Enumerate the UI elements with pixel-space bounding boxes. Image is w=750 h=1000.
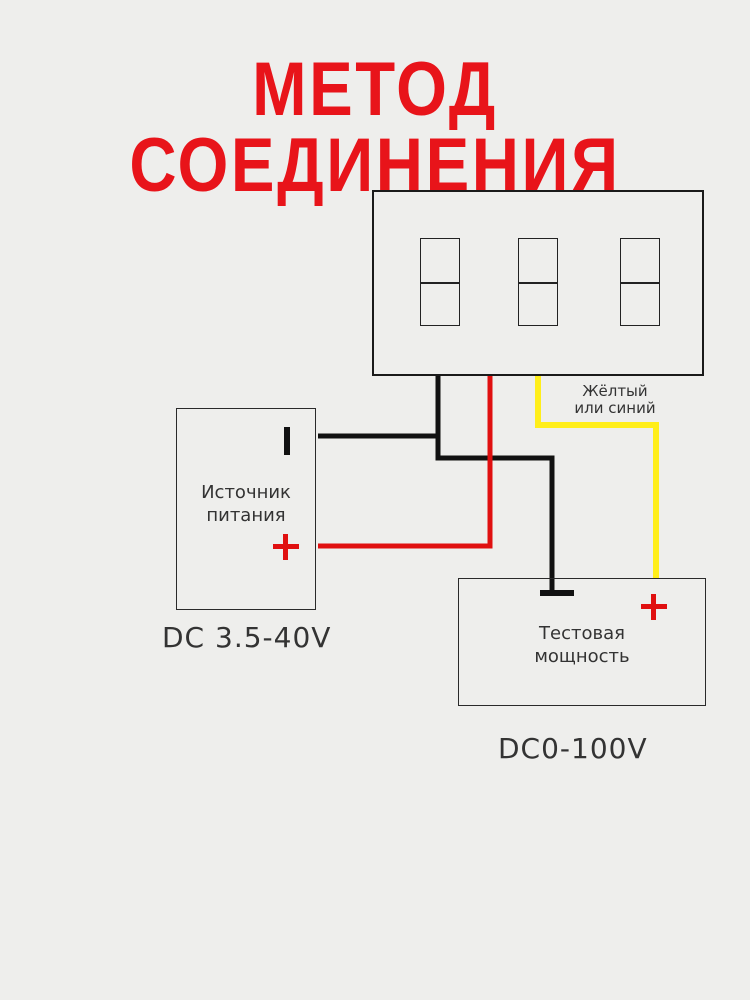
load-minus-icon bbox=[540, 590, 574, 596]
signal-wire bbox=[535, 376, 659, 578]
power-source-label-line1: Источник bbox=[201, 482, 291, 503]
signal-wire-label-line2: или синий bbox=[574, 399, 656, 417]
test-load-box bbox=[458, 578, 706, 706]
power-source-voltage: DC 3.5-40V bbox=[162, 621, 332, 654]
signal-wire-label: Жёлтый или синий bbox=[560, 383, 670, 417]
power-source-label: Источник питания bbox=[176, 481, 316, 527]
test-load-voltage: DC0-100V bbox=[498, 732, 648, 765]
digit-segment bbox=[518, 238, 558, 326]
ground-wire-to-load bbox=[435, 436, 555, 590]
power-source-label-line2: питания bbox=[206, 505, 286, 526]
power-wire bbox=[318, 376, 493, 549]
voltmeter-display bbox=[372, 190, 704, 376]
test-load-label-line1: Тестовая bbox=[539, 623, 625, 644]
digit-segment bbox=[620, 238, 660, 326]
test-load-label: Тестовая мощность bbox=[458, 622, 706, 668]
test-load-label-line2: мощность bbox=[534, 646, 630, 667]
source-plus-icon bbox=[273, 534, 299, 560]
ground-wire bbox=[318, 376, 441, 439]
source-minus-icon bbox=[284, 427, 290, 455]
digit-segment bbox=[420, 238, 460, 326]
power-source-box bbox=[176, 408, 316, 610]
signal-wire-label-line1: Жёлтый bbox=[582, 382, 648, 400]
load-plus-icon bbox=[641, 594, 667, 620]
